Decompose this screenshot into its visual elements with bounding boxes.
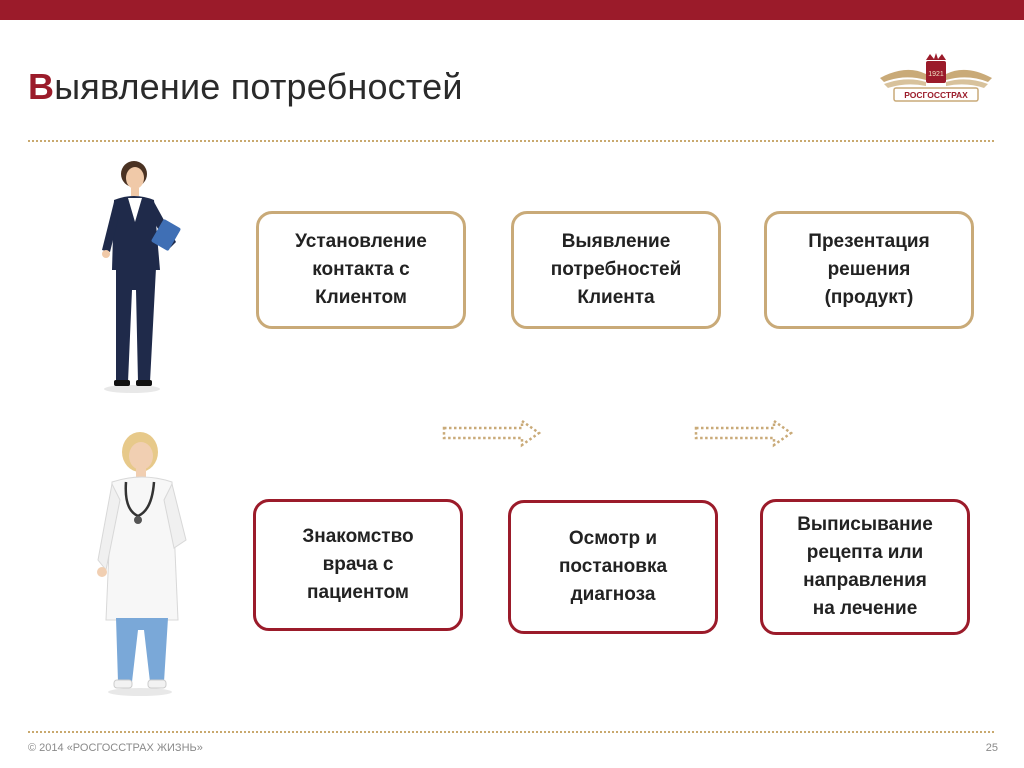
- dotted-arrow-icon: [694, 418, 794, 448]
- step-identify-needs: Выявление потребностей Клиента: [511, 211, 721, 329]
- header-divider: [28, 140, 994, 142]
- footer-divider: [28, 731, 994, 733]
- step-prescription: Выписывание рецепта или направления на л…: [760, 499, 970, 635]
- footer-copyright: © 2014 «РОСГОССТРАХ ЖИЗНЬ»: [28, 742, 203, 754]
- step-establish-contact: Установление контакта с Клиентом: [256, 211, 466, 329]
- logo-year: 1921: [928, 71, 944, 78]
- doctor-figure: [97, 432, 187, 696]
- step-presentation: Презентация решения (продукт): [764, 211, 974, 329]
- step-doctor-meets-patient: Знакомство врача с пациентом: [253, 499, 463, 631]
- step-label: Установление контакта с Клиентом: [295, 231, 427, 308]
- page-number: 25: [985, 742, 998, 754]
- title-first-letter: В: [28, 66, 55, 107]
- rosgosstrakh-logo: 1921 РОСГОССТРАХ: [880, 53, 992, 102]
- logo-text: РОСГОССТРАХ: [904, 90, 968, 100]
- step-examination-diagnosis: Осмотр и постановка диагноза: [508, 500, 718, 634]
- title-rest: ыявление потребностей: [54, 66, 463, 107]
- dotted-arrow-icon: [442, 418, 542, 448]
- top-brand-bar: [0, 0, 1024, 20]
- step-label: Презентация решения (продукт): [808, 231, 930, 308]
- step-label: Выявление потребностей Клиента: [550, 231, 682, 308]
- businesswoman-figure: [102, 161, 181, 393]
- step-label: Знакомство врача с пациентом: [302, 526, 414, 603]
- page-title: Выявление потребностей: [28, 66, 463, 108]
- step-label: Осмотр и постановка диагноза: [558, 528, 668, 605]
- step-label: Выписывание рецепта или направления на л…: [797, 514, 933, 619]
